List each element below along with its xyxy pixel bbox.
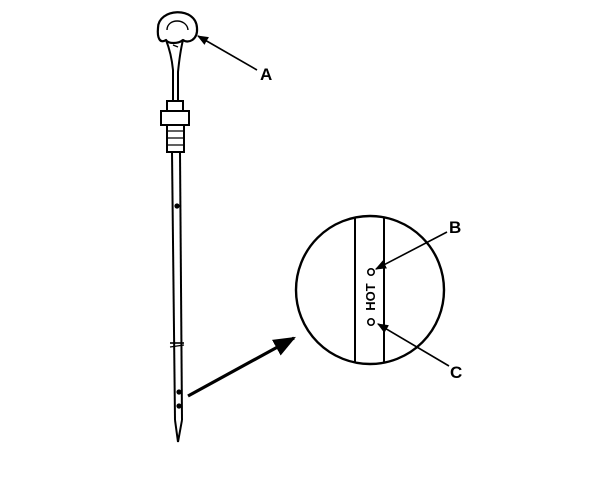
callout-a-label: A — [260, 65, 272, 84]
dipstick-handle — [156, 11, 199, 102]
dipstick-collar — [160, 100, 190, 153]
hot-mark-upper-hole — [366, 267, 375, 276]
magnify-pointer-arrow — [187, 336, 296, 398]
dipstick-blade — [169, 151, 185, 443]
callout-b-leader — [375, 231, 448, 270]
callout-a-leader — [197, 35, 258, 71]
callout-b-label: B — [449, 218, 461, 237]
callout-c-label: C — [450, 363, 462, 382]
hot-mark-label: HOT — [363, 283, 378, 311]
callout-c-leader — [377, 323, 450, 367]
hot-mark-lower-hole — [366, 317, 375, 326]
magnified-view: HOT — [294, 214, 446, 366]
